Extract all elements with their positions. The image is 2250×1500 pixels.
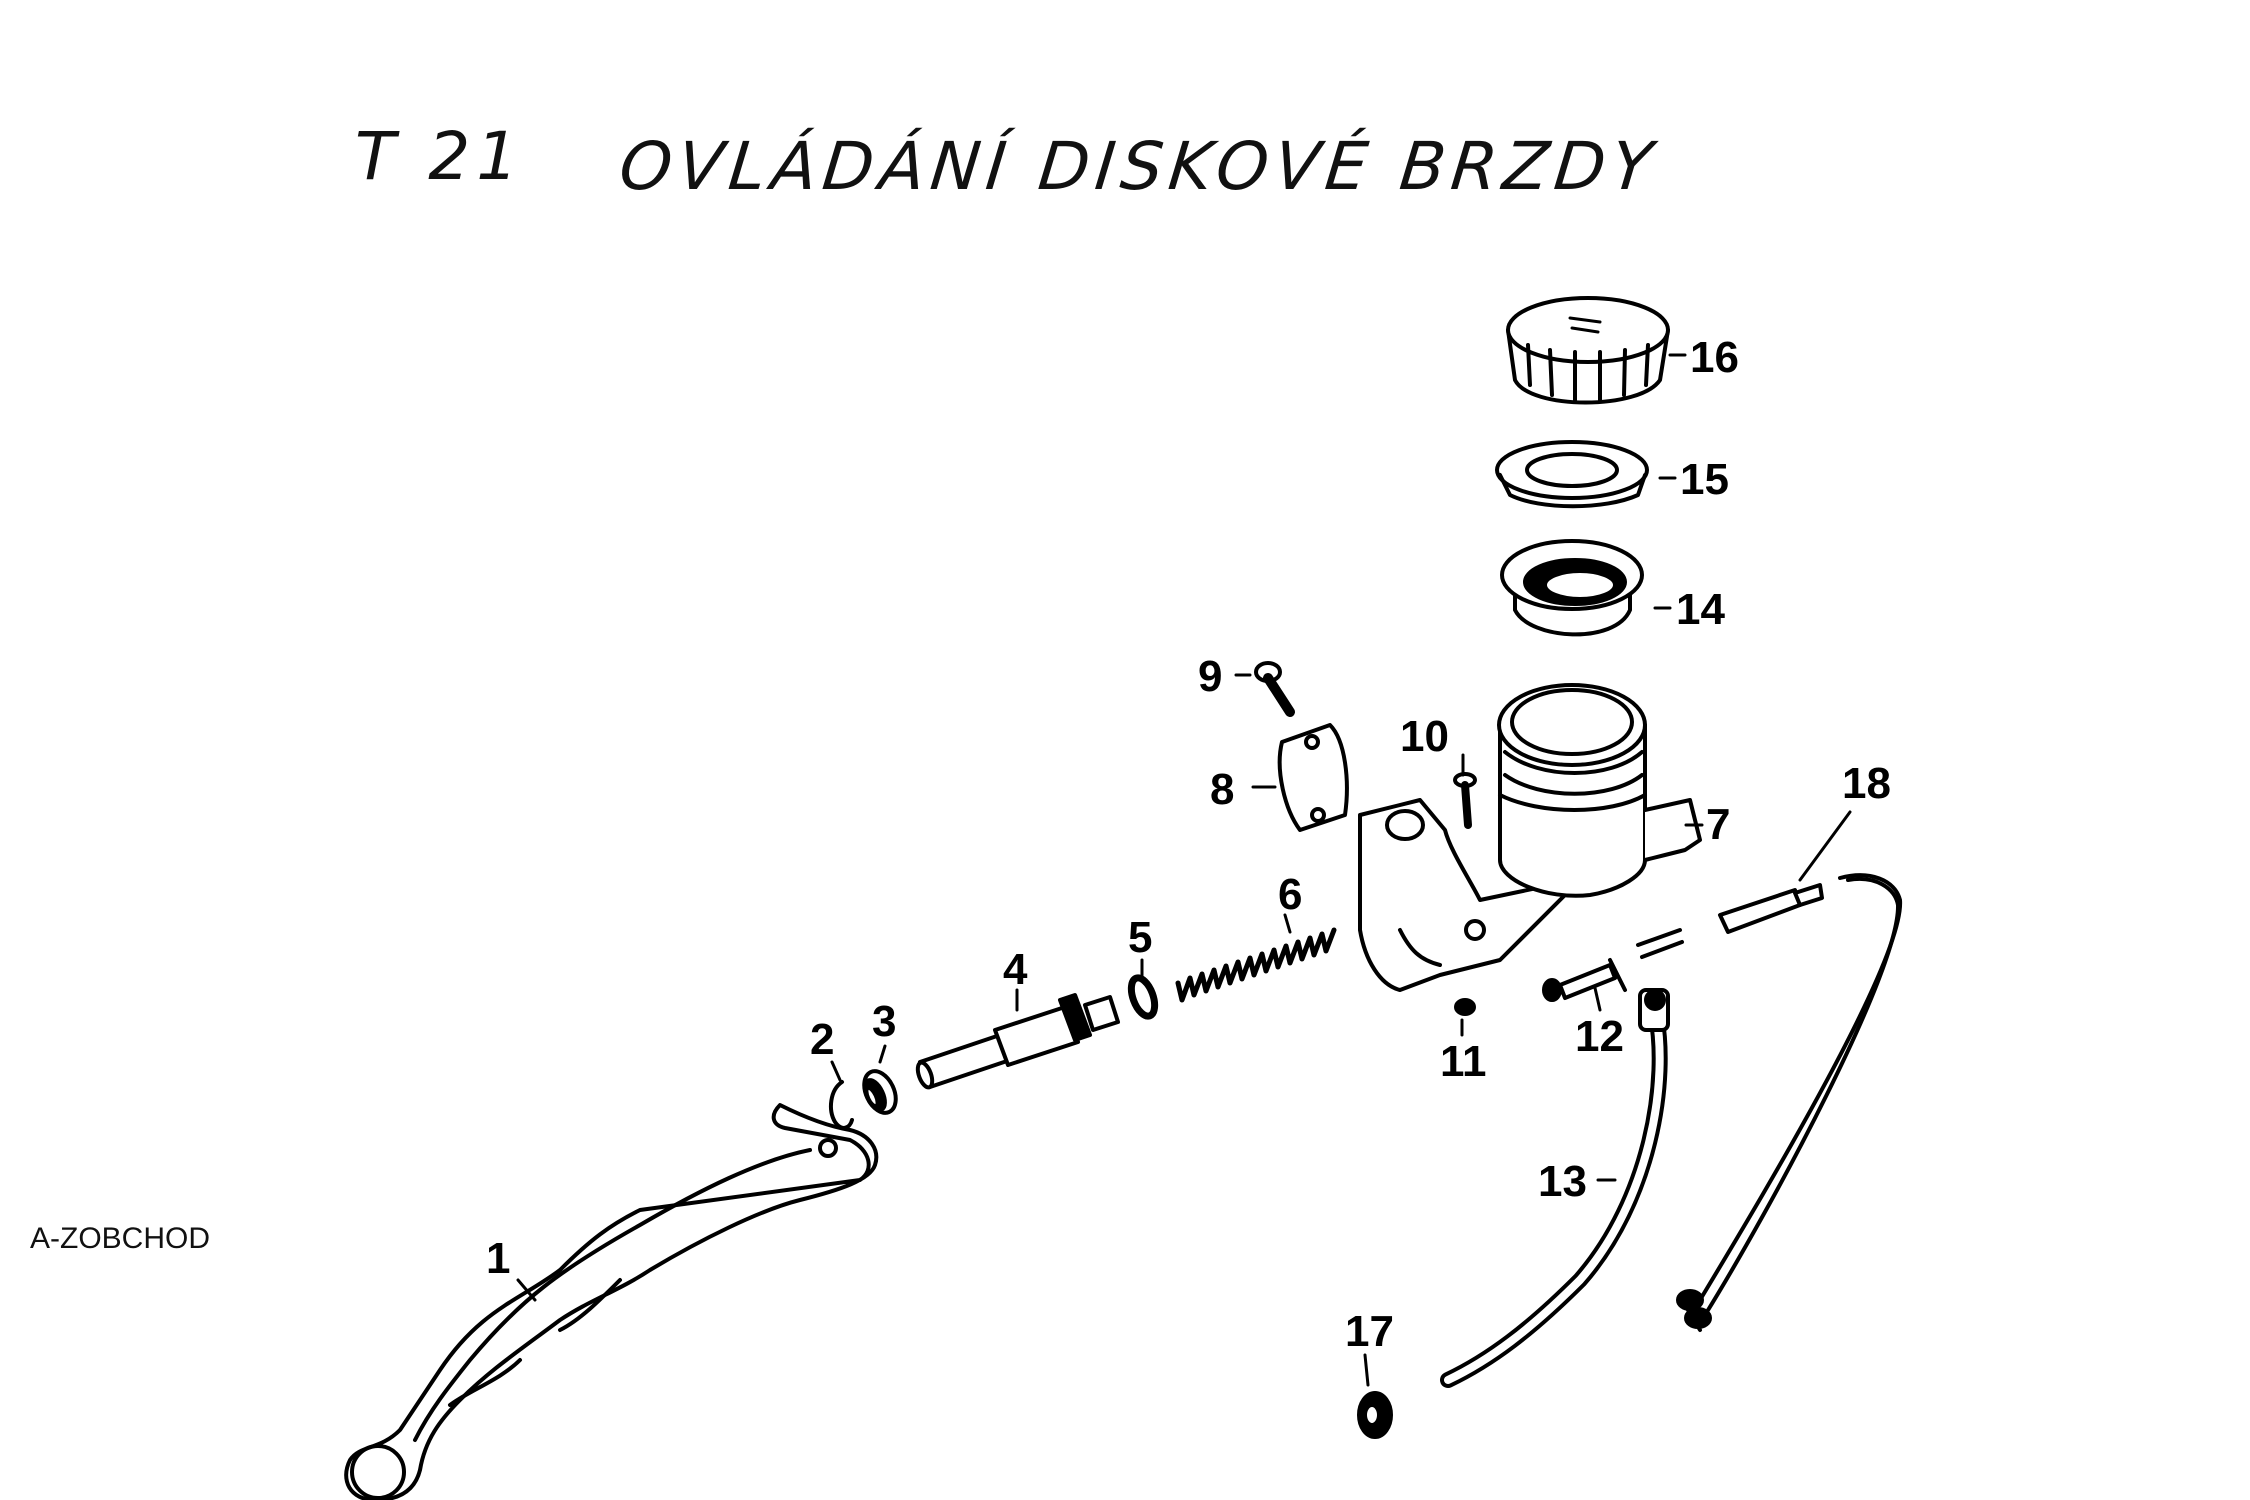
circlip-icon <box>828 1080 854 1130</box>
leader-lines <box>516 353 1852 1387</box>
screw-icon <box>1254 661 1295 717</box>
piston-icon <box>915 993 1120 1090</box>
nut-icon <box>1454 998 1476 1016</box>
plate-icon <box>1495 440 1649 509</box>
callout-9: 9 <box>1198 652 1223 701</box>
callout-2: 2 <box>810 1015 835 1064</box>
reservoir-cap-icon <box>1506 296 1670 405</box>
diagram-code: T 21 <box>355 118 525 195</box>
callout-17: 17 <box>1345 1307 1394 1356</box>
callout-16: 16 <box>1690 333 1739 382</box>
valve-icon <box>1542 928 1684 1002</box>
callout-14: 14 <box>1676 585 1725 634</box>
callout-8: 8 <box>1210 765 1235 814</box>
o-ring-icon <box>1127 974 1159 1020</box>
pin-icon <box>1453 772 1477 829</box>
callout-13: 13 <box>1538 1157 1587 1206</box>
clamp-icon <box>1277 723 1349 832</box>
watermark: A-ZOBCHOD <box>30 1222 210 1255</box>
callout-5: 5 <box>1128 913 1153 962</box>
callout-3: 3 <box>872 997 897 1046</box>
callout-4: 4 <box>1003 945 1028 994</box>
callout-6: 6 <box>1278 870 1303 919</box>
master-cylinder-icon <box>1358 683 1702 992</box>
callout-15: 15 <box>1680 455 1729 504</box>
callout-10: 10 <box>1400 712 1449 761</box>
callout-1: 1 <box>486 1234 511 1283</box>
seal-ring-icon <box>862 1069 898 1115</box>
callout-11: 11 <box>1440 1037 1487 1086</box>
callout-7: 7 <box>1706 800 1731 849</box>
spring-icon <box>1175 927 1337 1003</box>
callout-18: 18 <box>1842 759 1891 808</box>
switch-cable-icon <box>1676 873 1903 1332</box>
diaphragm-icon <box>1500 539 1644 637</box>
hose-icon <box>1440 988 1670 1388</box>
callout-12: 12 <box>1575 1012 1624 1061</box>
brake-lever-icon <box>344 1103 879 1500</box>
washer-icon <box>1357 1391 1393 1439</box>
